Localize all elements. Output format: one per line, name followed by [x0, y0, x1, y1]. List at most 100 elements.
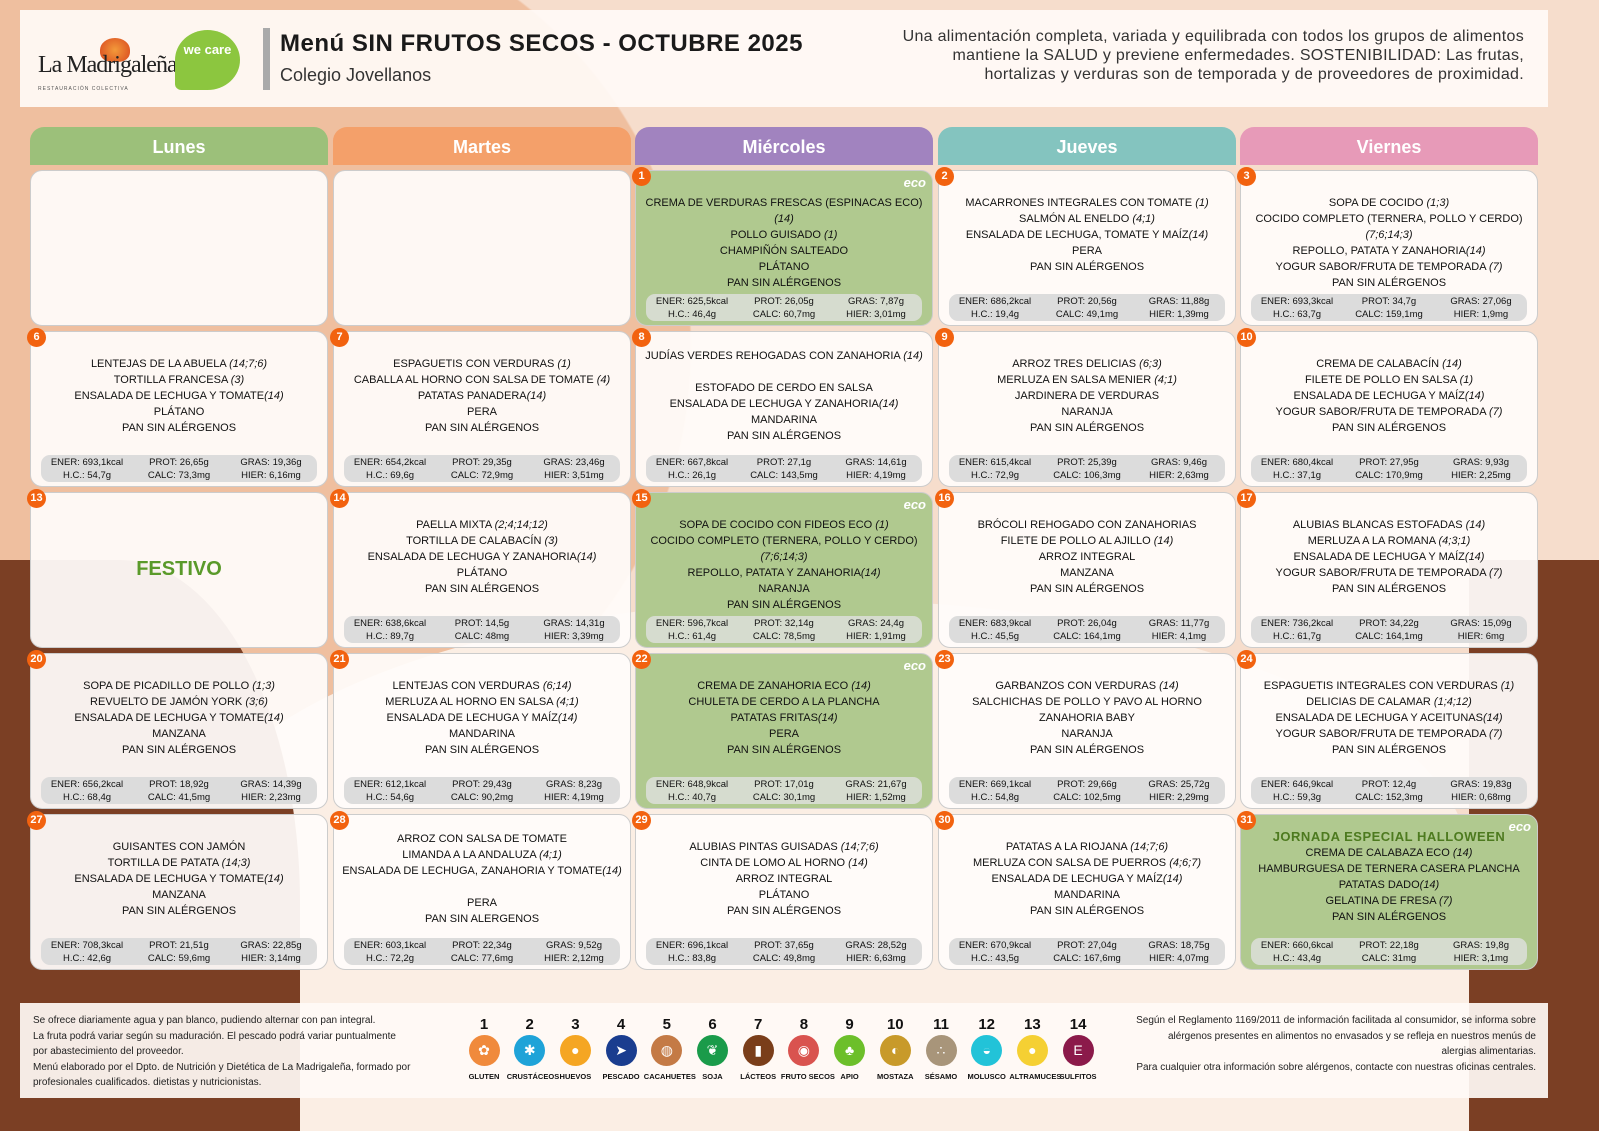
nutrition-amount: 22,34g	[482, 940, 512, 951]
note: La fruta podrá variar según su maduració…	[33, 1030, 396, 1058]
nutrition-value: HIER: 0,68mg	[1435, 791, 1527, 804]
slogan: Una alimentación completa, variada y equ…	[902, 28, 1524, 83]
nutrition-label: PROT:	[1057, 296, 1088, 307]
dish-name: ARROZ CON SALSA DE TOMATE	[397, 833, 567, 845]
nutrition-amount: 22,18g	[1389, 940, 1419, 951]
nutrition-label: H.C.:	[1272, 631, 1298, 642]
dish-name: PERA	[769, 728, 799, 740]
allergen-sésamo: 11∴SÉSAMO	[918, 1016, 964, 1081]
dish-name: MERLUZA AL HORNO EN SALSA	[385, 696, 557, 708]
dish: ENSALADA DE LECHUGA, ZANAHORIA Y TOMATE(…	[338, 863, 626, 879]
dish: PAN SIN ALÉRGENOS	[943, 420, 1231, 436]
dish-name: TORTILLA DE CALABACÍN	[406, 535, 545, 547]
nutrition-label: GRAS:	[1148, 940, 1181, 951]
dish: PLÁTANO	[640, 887, 928, 903]
logo: La Madrigaleña	[38, 52, 178, 78]
dish-name: PAN SIN ALÉRGENOS	[121, 422, 237, 434]
nutrition-label: ENER:	[1260, 940, 1293, 951]
day-number: 13	[27, 489, 46, 508]
nutrition-amount: 19,8g	[1485, 940, 1509, 951]
allergen-codes: (14)	[264, 390, 284, 402]
soy-icon: ❦	[697, 1035, 728, 1066]
nutrition-value: GRAS: 15,09g	[1435, 617, 1527, 630]
nutrition-value: GRAS: 25,72g	[1133, 778, 1225, 791]
nutrition-label: ENER:	[958, 457, 991, 468]
dish-name: LENTEJAS DE LA ABUELA	[90, 358, 230, 370]
nutrition-value: HIER: 2,12mg	[528, 952, 620, 965]
fish-icon: ➤	[605, 1035, 637, 1066]
dish-name: ENSALADA DE LECHUGA, ZANAHORIA Y TOMATE	[342, 865, 603, 877]
nutrition-amount: 11,77g	[1180, 618, 1210, 629]
dish: SOPA DE COCIDO CON FIDEOS ECO (1)	[640, 517, 928, 533]
dish: ENSALADA DE LECHUGA, TOMATE Y MAÍZ(14)	[943, 227, 1231, 243]
nutrition-amount: 14,31g	[575, 618, 605, 629]
nutrition-value: CALC: 78,5mg	[738, 630, 830, 643]
dish: CABALLA AL HORNO CON SALSA DE TOMATE (4)	[338, 372, 626, 388]
nutrition-label: CALC:	[450, 953, 482, 964]
nutrition-value: HIER: 3,51mg	[528, 469, 620, 482]
day-number: 6	[27, 328, 46, 347]
day-number: 3	[1237, 167, 1256, 186]
nutrition-value: GRAS: 7,87g	[830, 295, 922, 308]
nutrition-label: CALC:	[450, 470, 482, 481]
allergen-label: PESCADO	[602, 1072, 640, 1081]
allergen-codes: (14)	[848, 857, 868, 869]
nutrition-label: HIER:	[544, 631, 573, 642]
nutrition-value: CALC: 59,6mg	[133, 952, 225, 965]
nutrition-label: HIER:	[846, 470, 875, 481]
nutrition-amount: 669,1kcal	[990, 779, 1032, 790]
allergen-label: GLUTEN	[468, 1072, 500, 1081]
dish: PAN SIN ALÉRGENOS	[943, 742, 1231, 758]
dish: ESPAGUETIS INTEGRALES CON VERDURAS (1)	[1245, 678, 1533, 694]
nutrition-value: ENER: 693,3kcal	[1251, 295, 1343, 308]
dish-name: PERA	[467, 406, 497, 418]
day-number: 2	[935, 167, 954, 186]
dish: ARROZ INTEGRAL	[943, 549, 1231, 565]
nutrition-value: ENER: 612,1kcal	[344, 778, 436, 791]
nutrition-label: ENER:	[1260, 779, 1293, 790]
dish-name: CABALLA AL HORNO CON SALSA DE TOMATE	[353, 374, 597, 386]
dish-name: PAN SIN ALÉRGENOS	[726, 744, 842, 756]
dish-list: CREMA DE VERDURAS FRESCAS (ESPINACAS ECO…	[640, 195, 928, 291]
day-header-lunes: Lunes	[30, 127, 328, 165]
dish-name: MANDARINA	[750, 414, 817, 426]
nutrition-amount: 37,1g	[1297, 470, 1322, 481]
dish: MANDARINA	[338, 726, 626, 742]
dish: PAN SIN ALÉRGENOS	[1245, 742, 1533, 758]
dish-name: PAN SIN ALÉRGENOS	[1029, 744, 1145, 756]
dish-name: CHAMPIÑÓN SALTEADO	[719, 245, 849, 257]
dish-name: SOPA DE COCIDO CON FIDEOS ECO	[679, 519, 876, 531]
dish-name: ESTOFADO DE CERDO EN SALSA	[695, 382, 873, 394]
eco-badge-icon: eco	[1508, 819, 1531, 834]
dish-name: YOGUR SABOR/FRUTA DE TEMPORADA	[1275, 567, 1490, 579]
dish: PERA	[338, 895, 626, 911]
dish-list: ARROZ TRES DELICIAS (6;3)MERLUZA EN SALS…	[943, 356, 1231, 436]
allergen-codes: (7)	[1489, 567, 1503, 579]
dish-name: YOGUR SABOR/FRUTA DE TEMPORADA	[1275, 406, 1490, 418]
allergen-codes: (14)	[851, 680, 871, 692]
allergen-codes: (14;7;6)	[1130, 841, 1169, 853]
allergen-codes: (14)	[1188, 229, 1209, 241]
nutrition-amount: 654,2kcal	[385, 457, 427, 468]
dish: ZANAHORIA BABY	[943, 710, 1231, 726]
header: La Madrigaleña RESTAURACIÓN COLECTIVA we…	[20, 10, 1548, 107]
nutrition-value: PROT: 26,65g	[133, 456, 225, 469]
allergen-codes: (1)	[1459, 374, 1474, 386]
nutrition-amount: 3,39mg	[572, 631, 604, 642]
day-number: 28	[330, 811, 349, 830]
nutrition-amount: 9,93g	[1485, 457, 1509, 468]
allergen-codes: (14)	[1419, 879, 1440, 891]
nutrition-value: PROT: 25,39g	[1041, 456, 1133, 469]
dish: PAN SIN ALÉRGENOS	[943, 581, 1231, 597]
nutrition-amount: 670,9kcal	[990, 940, 1032, 951]
nutrition-label: GRAS:	[1151, 457, 1184, 468]
dish-name: PAN SIN ALÉRGENOS	[424, 422, 540, 434]
nutrition-amount: 2,12mg	[572, 953, 604, 964]
